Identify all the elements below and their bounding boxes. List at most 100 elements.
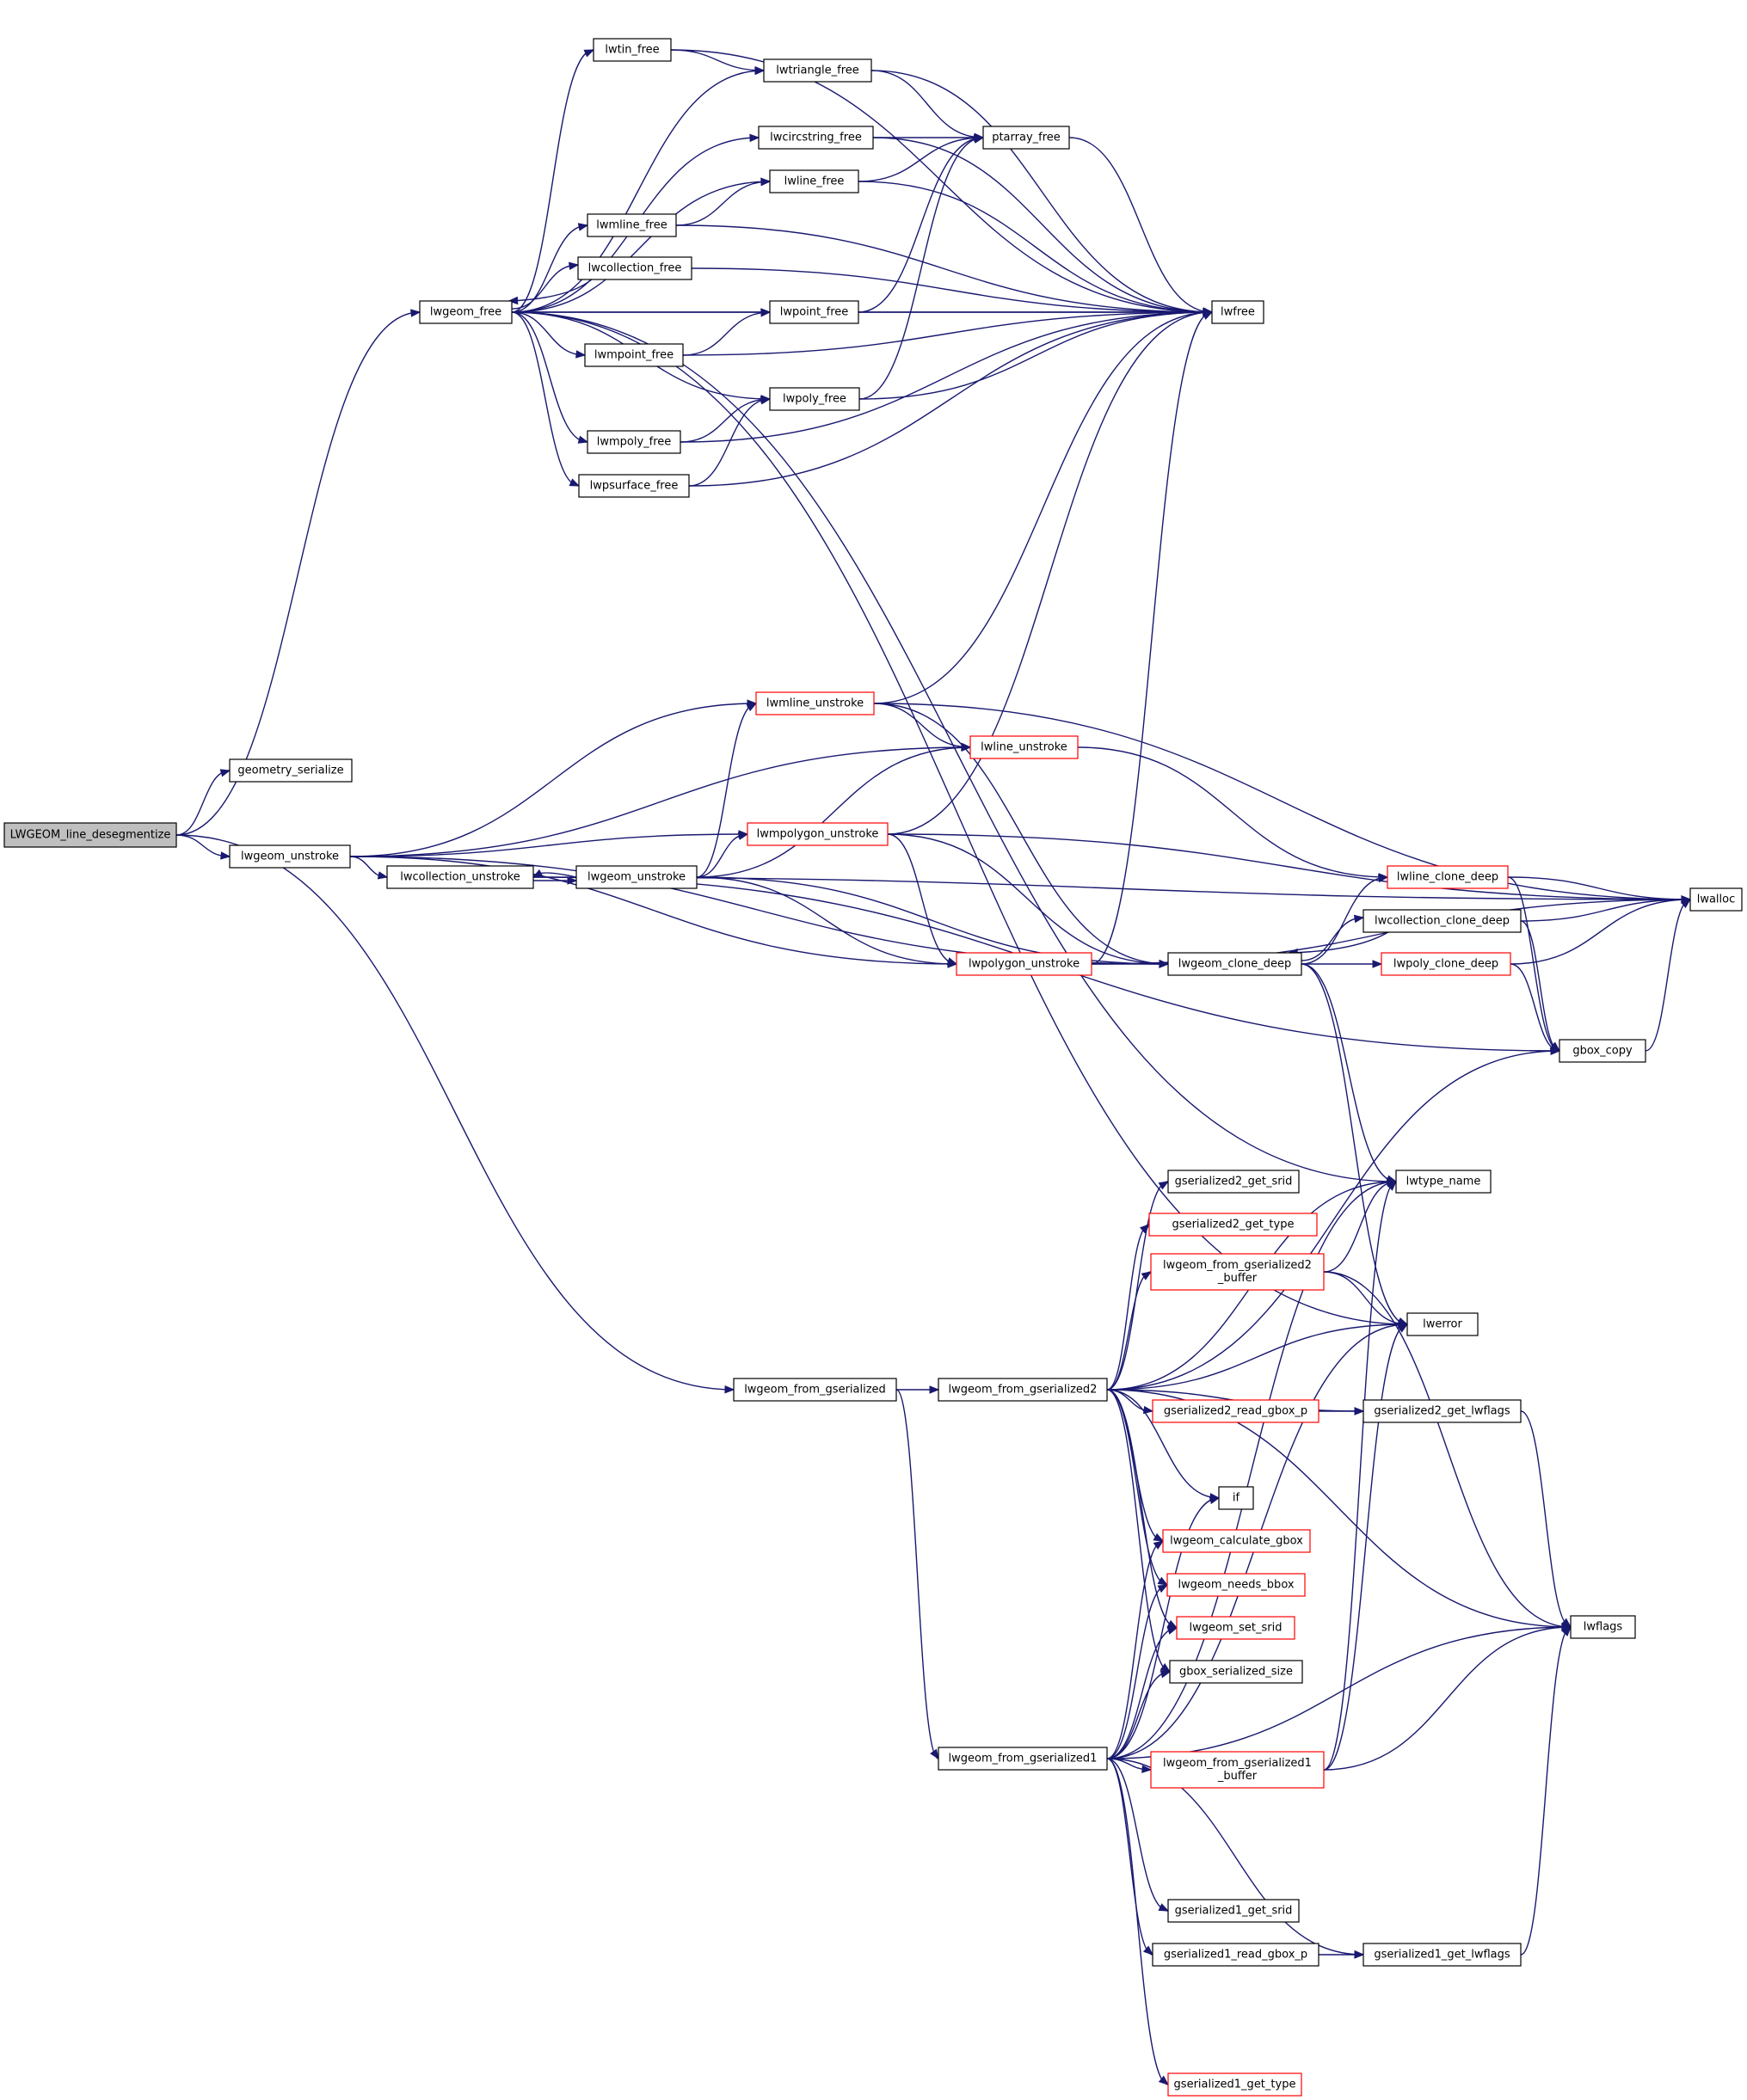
node-root[interactable]: LWGEOM_line_desegmentize: [3, 822, 177, 848]
node-lwline-clone-deep[interactable]: lwline_clone_deep: [1387, 865, 1509, 889]
node-lwline-unstroke[interactable]: lwline_unstroke: [969, 735, 1079, 759]
node-lwmline-free[interactable]: lwmline_free: [587, 213, 677, 237]
node-gserialized1-read-gbox-p[interactable]: gserialized1_read_gbox_p: [1152, 1943, 1319, 1967]
node-gbox-copy[interactable]: gbox_copy: [1559, 1039, 1646, 1063]
edge-lwgeom_from_gserialized2_buffer-to-lwflags: [1323, 1271, 1572, 1628]
edge-lwgeom_from_gserialized1-to-lwtype_name: [1106, 1181, 1397, 1759]
arrowhead-lwgeom_free-to-lwmpoint_free: [575, 350, 587, 359]
node-lwmpoly-free[interactable]: lwmpoly_free: [587, 430, 681, 454]
node-lwgeom-unstroke-2[interactable]: lwgeom_unstroke: [575, 865, 698, 889]
node-lwtype-name[interactable]: lwtype_name: [1395, 1170, 1492, 1194]
node-lwgeom-from-gserialized1-buffer[interactable]: lwgeom_from_gserialized1_buffer: [1150, 1751, 1325, 1789]
node-lwgeom-clone-deep[interactable]: lwgeom_clone_deep: [1167, 952, 1302, 976]
node-lwgeom-free[interactable]: lwgeom_free: [419, 300, 513, 324]
node-label: gbox_copy: [1572, 1045, 1633, 1058]
node-box: [1167, 1899, 1300, 1923]
node-lwmpoint-free[interactable]: lwmpoint_free: [584, 343, 684, 367]
node-gserialized1-get-srid[interactable]: gserialized1_get_srid: [1167, 1899, 1300, 1923]
edge-lwtriangle_free-to-ptarray_free: [870, 70, 984, 138]
node-label: lwmline_unstroke: [766, 697, 864, 710]
edge-lwtriangle_free-to-lwfree: [870, 70, 1213, 313]
node-lwgeom-set-srid[interactable]: lwgeom_set_srid: [1176, 1616, 1295, 1640]
arrowhead-lwgeom_from_gserialized1_buffer-to-lwtype_name: [1387, 1181, 1397, 1191]
node-box: [1218, 1486, 1254, 1510]
node-box: [1387, 865, 1509, 889]
node-label: lwpsurface_free: [590, 480, 679, 493]
edge-lwtin_free-to-lwfree: [670, 49, 1213, 313]
edge-lwline_free-to-lwfree: [858, 181, 1213, 313]
node-lwpoly-clone-deep[interactable]: lwpoly_clone_deep: [1381, 952, 1511, 976]
node-lwpoly-free[interactable]: lwpoly_free: [769, 387, 860, 411]
edge-lwgeom_from_gserialized2-to-gbox_copy: [1106, 1050, 1560, 1391]
node-lwpoint-free[interactable]: lwpoint_free: [769, 300, 859, 324]
node-label: lwgeom_calculate_gbox: [1170, 1535, 1303, 1548]
arrowhead-lwgeom_from_gserialized2-to-lwgeom_set_srid: [1166, 1619, 1178, 1629]
node-lwcollection-unstroke[interactable]: lwcollection_unstroke: [386, 865, 534, 889]
node-box: [1176, 1616, 1295, 1640]
edge-lwline_clone_deep-to-lwalloc: [1507, 876, 1691, 900]
node-lwline-free[interactable]: lwline_free: [769, 169, 859, 193]
node-lwgeom-from-gserialized[interactable]: lwgeom_from_gserialized: [733, 1378, 897, 1402]
node-lwcircstring-free[interactable]: lwcircstring_free: [758, 126, 874, 150]
edge-lwgeom_from_gserialized1-to-gserialized1_get_type: [1106, 1758, 1169, 2085]
node-lwcollection-free[interactable]: lwcollection_free: [577, 256, 692, 280]
node-label: gserialized1_get_type: [1174, 2079, 1296, 2091]
node-lwgeom-from-gserialized2-buffer[interactable]: lwgeom_from_gserialized2_buffer: [1150, 1253, 1325, 1291]
node-if[interactable]: if: [1218, 1486, 1254, 1510]
node-box: [584, 343, 684, 367]
node-label: lwcollection_clone_deep: [1375, 915, 1510, 928]
edge-lwcollection_free-to-lwgeom_free: [508, 279, 593, 302]
node-ptarray-free[interactable]: ptarray_free: [982, 126, 1070, 150]
arrowhead-lwgeom_from_gserialized2-to-gbox_copy: [1550, 1047, 1561, 1055]
node-label: gserialized1_get_srid: [1175, 1905, 1293, 1918]
node-lwcollection-clone-deep[interactable]: lwcollection_clone_deep: [1363, 909, 1522, 933]
node-box: [956, 952, 1092, 976]
node-label: lwgeom_from_gserialized2: [1163, 1259, 1312, 1272]
node-lwgeom-from-gserialized1[interactable]: lwgeom_from_gserialized1: [938, 1747, 1108, 1771]
arrowhead-lwgeom_unstroke_2-to-lwmline_unstroke: [746, 703, 758, 712]
node-lwpsurface-free[interactable]: lwpsurface_free: [578, 474, 690, 498]
node-geometry-serialize[interactable]: geometry_serialize: [229, 758, 353, 783]
edges-layer: [175, 49, 1692, 2085]
node-lwtriangle-free[interactable]: lwtriangle_free: [763, 58, 872, 83]
node-box: [1150, 1751, 1325, 1789]
arrowhead-lwgeom_from_gserialized2-to-lwgeom_calculate_gbox: [1153, 1532, 1165, 1542]
node-label: geometry_serialize: [237, 764, 343, 777]
node-lwgeom-needs-bbox[interactable]: lwgeom_needs_bbox: [1166, 1573, 1306, 1597]
node-label: lwgeom_set_srid: [1190, 1622, 1283, 1635]
node-gserialized1-get-type[interactable]: gserialized1_get_type: [1167, 2072, 1302, 2097]
arrowhead-lwgeom_free-to-lwcollection_free: [568, 261, 580, 271]
edge-root-to-lwgeom_free: [175, 311, 421, 836]
edge-lwgeom_unstroke_1-to-lwmline_unstroke: [349, 703, 757, 857]
arrowhead-lwgeom_free-to-lwmline_free: [577, 223, 589, 231]
arrowhead-root-to-lwgeom_from_gserialized: [724, 1385, 735, 1394]
edge-lwgeom_from_gserialized-to-lwgeom_from_gserialized1: [895, 1389, 939, 1759]
node-lwpolygon-unstroke[interactable]: lwpolygon_unstroke: [956, 952, 1092, 976]
node-lwmline-unstroke[interactable]: lwmline_unstroke: [755, 691, 875, 715]
node-lwtin-free[interactable]: lwtin_free: [593, 38, 672, 62]
node-gbox-serialized-size[interactable]: gbox_serialized_size: [1169, 1660, 1303, 1684]
edge-lwgeom_unstroke_1-to-lwline_unstroke: [349, 746, 971, 857]
node-label: gserialized2_get_srid: [1175, 1176, 1293, 1188]
node-gserialized1-get-lwflags[interactable]: gserialized1_get_lwflags: [1363, 1943, 1522, 1967]
edge-lwcollection_clone_deep-to-lwalloc: [1520, 899, 1691, 922]
node-lwalloc[interactable]: lwalloc: [1689, 887, 1743, 912]
edge-lwmpolygon_unstroke-to-lwfree: [887, 311, 1213, 835]
node-lwfree[interactable]: lwfree: [1211, 300, 1264, 324]
arrowhead-lwgeom_from_gserialized1-to-gbox_serialized_size: [1160, 1670, 1172, 1679]
node-lwerror[interactable]: lwerror: [1406, 1312, 1479, 1336]
node-lwgeom-unstroke-1[interactable]: lwgeom_unstroke: [229, 844, 351, 869]
node-gserialized2-get-srid[interactable]: gserialized2_get_srid: [1167, 1170, 1300, 1194]
arrowhead-lwgeom_from_gserialized1-to-lwgeom_calculate_gbox: [1153, 1540, 1165, 1550]
node-gserialized2-get-type[interactable]: gserialized2_get_type: [1148, 1213, 1318, 1237]
node-gserialized2-read-gbox-p[interactable]: gserialized2_read_gbox_p: [1152, 1399, 1319, 1423]
node-lwmpolygon-unstroke[interactable]: lwmpolygon_unstroke: [747, 822, 889, 846]
edge-lwgeom_free-to-lwmline_free: [511, 224, 588, 313]
node-lwgeom-from-gserialized2[interactable]: lwgeom_from_gserialized2: [938, 1378, 1108, 1402]
node-lwflags[interactable]: lwflags: [1570, 1615, 1636, 1639]
node-gserialized2-get-lwflags[interactable]: gserialized2_get_lwflags: [1363, 1399, 1522, 1423]
arrowhead-root-to-lwgeom_free: [410, 309, 421, 317]
node-lwgeom-calculate-gbox[interactable]: lwgeom_calculate_gbox: [1162, 1529, 1311, 1553]
node-box: [1169, 1660, 1303, 1684]
node-box: [1559, 1039, 1646, 1063]
